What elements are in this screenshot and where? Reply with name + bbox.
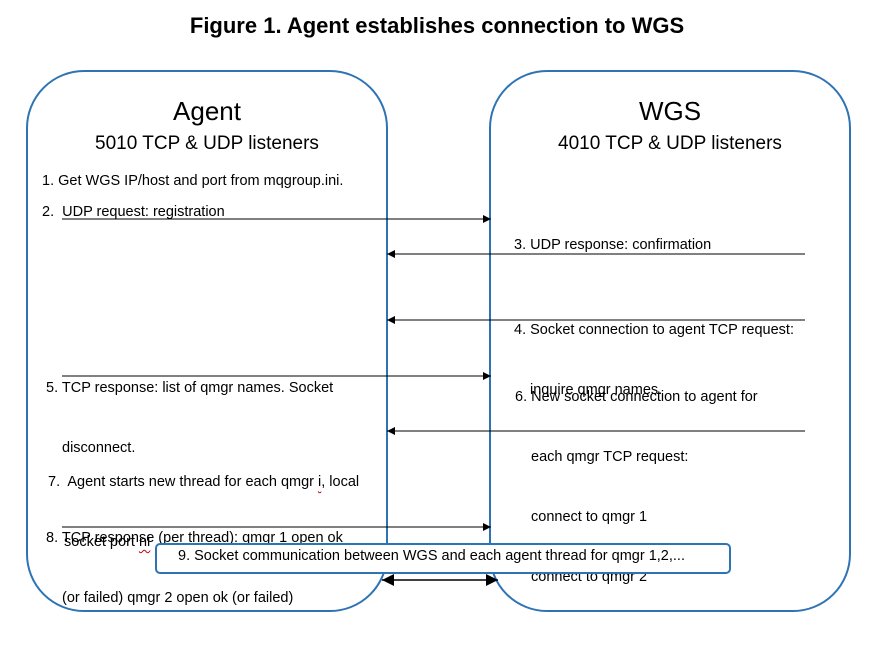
agent-listeners: 5010 TCP & UDP listeners xyxy=(95,133,319,154)
step-6-line-1: 6. New socket connection to agent for xyxy=(515,389,758,405)
step-8-line-1: 8. TCP response (per thread): qmgr 1 ope… xyxy=(46,530,343,546)
step-5: 5. TCP response: list of qmgr names. Soc… xyxy=(46,338,333,478)
step-9: 9. Socket communication between WGS and … xyxy=(178,548,685,564)
agent-title: Agent xyxy=(173,96,241,126)
step-7-text-a: 7. Agent starts new thread for each qmgr xyxy=(48,474,319,490)
wgs-listeners: 4010 TCP & UDP listeners xyxy=(558,133,782,154)
step-5-line-1: 5. TCP response: list of qmgr names. Soc… xyxy=(46,380,334,396)
step-6-line-3: connect to qmgr 1 xyxy=(531,509,648,525)
step-5-line-2: disconnect. xyxy=(62,440,136,456)
step-7-line-2: socket port ni xyxy=(48,532,359,552)
step-7-var-ni: ni xyxy=(138,534,151,550)
agent-box xyxy=(26,70,388,612)
step-7-text-a-end: , local xyxy=(321,474,360,490)
figure-title: Figure 1. Agent establishes connection t… xyxy=(189,13,685,38)
step-8: 8. TCP response (per thread): qmgr 1 ope… xyxy=(46,488,343,628)
step-4-line-2: inquire qmgr names. xyxy=(530,382,663,398)
step-8-line-2: (or failed) qmgr 2 open ok (or failed) xyxy=(62,590,294,606)
step-7: 7. Agent starts new thread for each qmgr… xyxy=(48,432,359,572)
wgs-title: WGS xyxy=(638,96,702,126)
wgs-box xyxy=(489,70,851,612)
step-1: 1. Get WGS IP/host and port from mqgroup… xyxy=(42,173,344,189)
step-7-text-b: socket port xyxy=(64,534,139,550)
step-6-line-2: each qmgr TCP request: xyxy=(531,449,689,465)
step-4: 4. Socket connection to agent TCP reques… xyxy=(514,280,794,420)
step-3: 3. UDP response: confirmation xyxy=(514,237,712,253)
step-2: 2. UDP request: registration xyxy=(42,204,225,220)
step-9-box xyxy=(155,543,731,574)
step-7-line-1: 7. Agent starts new thread for each qmgr… xyxy=(48,472,359,492)
step-7-var-i: i xyxy=(318,474,322,490)
step-4-line-1: 4. Socket connection to agent TCP reques… xyxy=(514,322,794,338)
